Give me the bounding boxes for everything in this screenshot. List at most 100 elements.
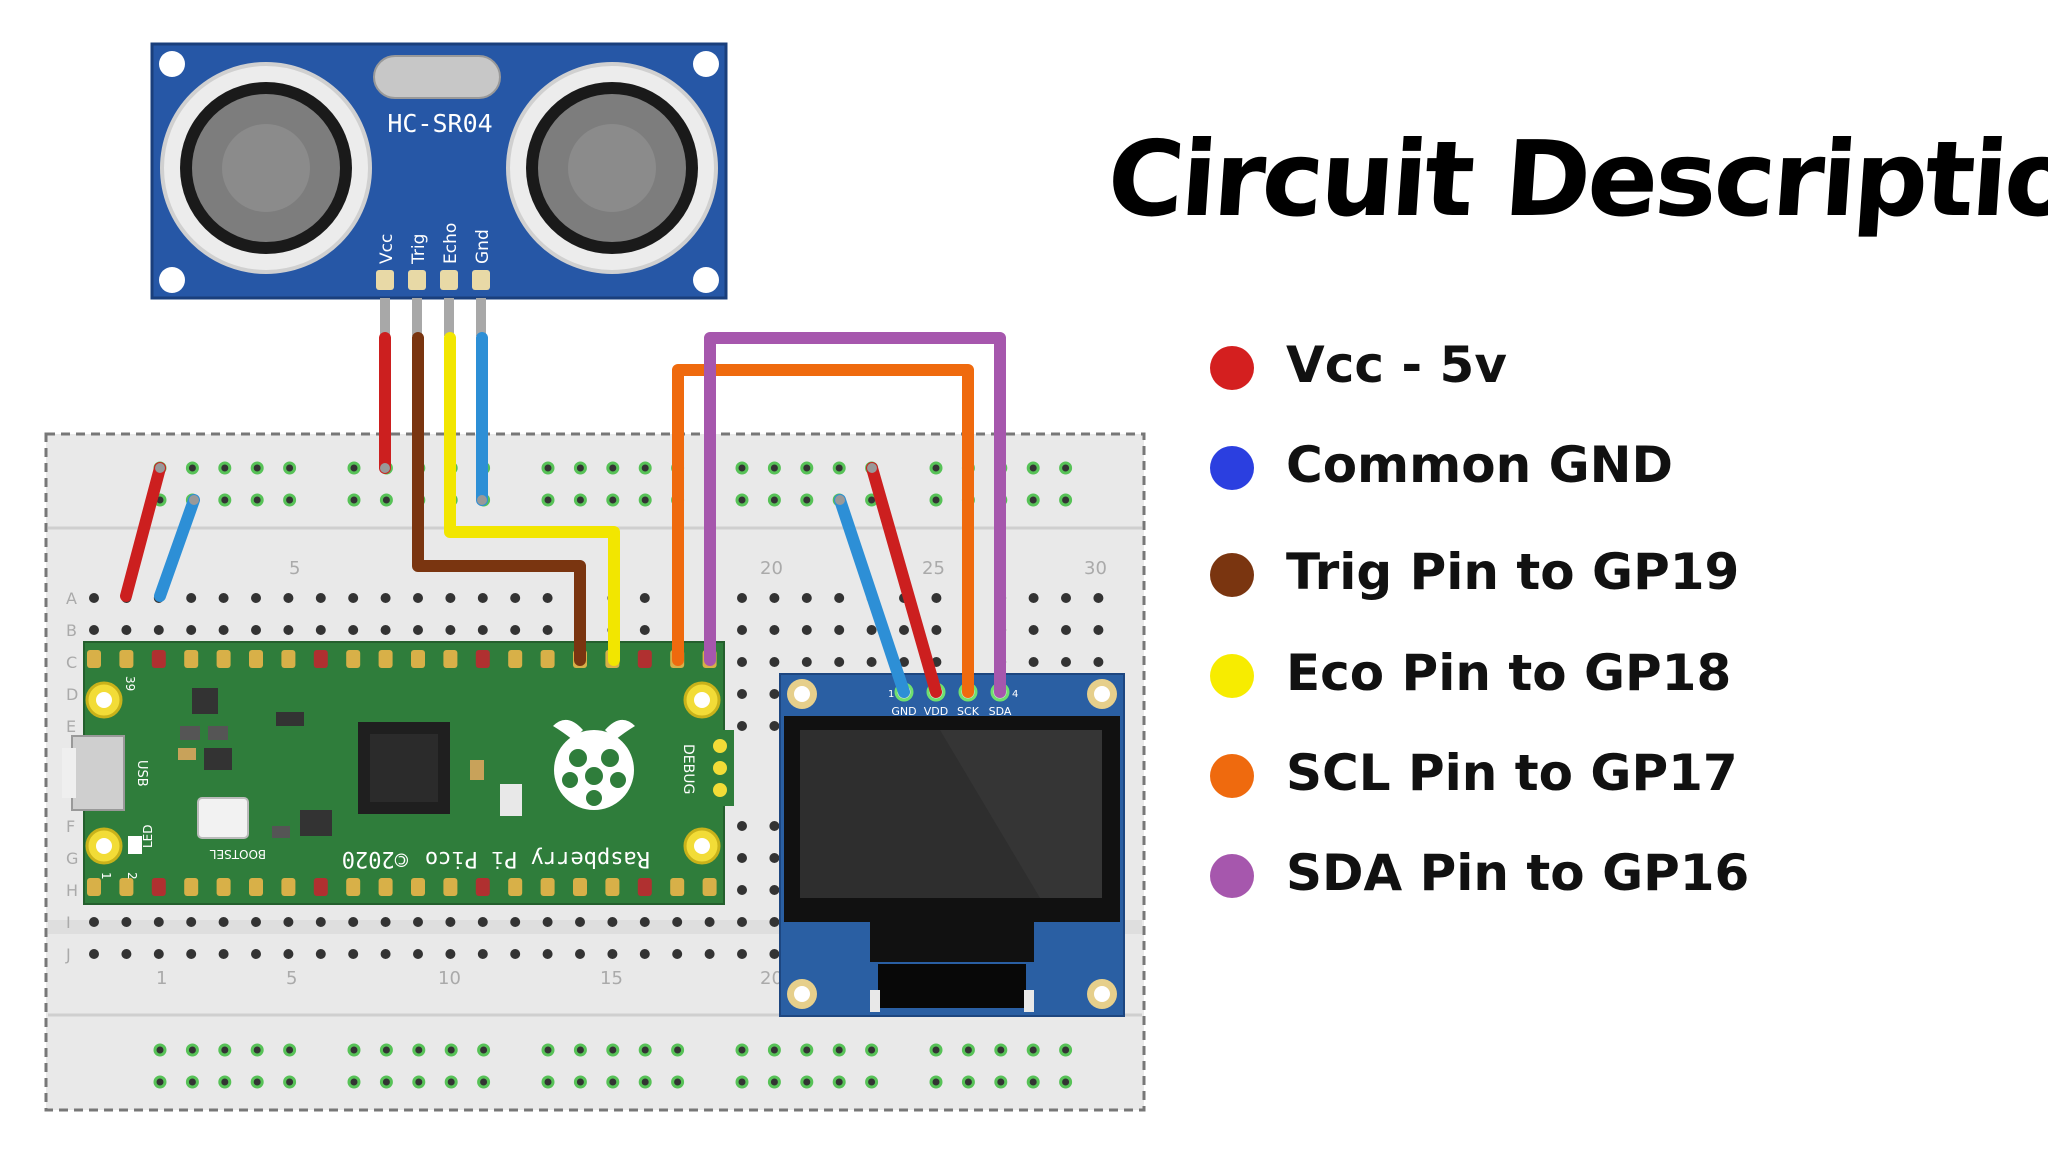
breadboard-hole [348, 917, 359, 927]
power-rail-hole [606, 493, 620, 507]
breadboard-hole [834, 657, 845, 667]
power-rail-hole [865, 1075, 879, 1089]
power-rail-hole [735, 1075, 749, 1089]
breadboard-hole [510, 949, 521, 959]
pico-pin [151, 650, 166, 668]
breadboard-hole [315, 593, 326, 603]
power-rail-hole [283, 461, 297, 475]
oled-pin-label: GND [891, 705, 916, 718]
breadboard-hole [737, 885, 747, 895]
legend-label: SDA Pin to GP16 [1286, 844, 1750, 902]
power-rail-hole [573, 461, 587, 475]
breadboard-hole [639, 625, 650, 635]
breadboard-row-letter: C [66, 653, 77, 672]
breadboard-hole [1028, 593, 1039, 603]
breadboard-hole [218, 625, 229, 635]
power-rail-hole [961, 1075, 975, 1089]
bb-top-number: 30 [1084, 558, 1107, 579]
pico-pin [508, 650, 523, 668]
breadboard-hole [607, 949, 618, 959]
power-rail-hole [800, 1043, 814, 1057]
mount-hole-icon [693, 51, 719, 77]
power-rail-hole [379, 1075, 393, 1089]
page-title: Circuit Description [1103, 118, 2048, 240]
pico-pin [184, 878, 199, 896]
bb-bottom-number: 5 [286, 968, 297, 989]
pico-pin [605, 878, 620, 896]
breadboard-hole [737, 949, 747, 959]
breadboard-hole [575, 949, 585, 959]
power-rail-hole [250, 1043, 264, 1057]
power-rail-hole [767, 461, 781, 475]
breadboard-hole [769, 917, 780, 927]
breadboard-hole [1093, 593, 1104, 603]
power-rail-hole [1026, 461, 1040, 475]
pico-pin [540, 650, 555, 668]
breadboard-hole [575, 917, 585, 927]
power-rail-hole [153, 1043, 167, 1057]
breadboard-hole [542, 917, 553, 927]
power-rail-hole [573, 1043, 587, 1057]
power-rail-hole [800, 1075, 814, 1089]
breadboard-hole [186, 593, 197, 603]
breadboard-row-letter: E [66, 717, 76, 736]
breadboard-hole [639, 917, 650, 927]
mount-hole-icon [159, 51, 185, 77]
breadboard-hole [121, 949, 132, 959]
pico-pin [87, 878, 101, 896]
power-rail-hole [444, 1043, 458, 1057]
power-rail-hole [412, 1075, 426, 1089]
breadboard-hole [801, 625, 812, 635]
breadboard-hole [737, 821, 747, 831]
power-rail-hole [961, 1043, 975, 1057]
power-rail-hole [218, 493, 232, 507]
pico-pin [281, 650, 296, 668]
breadboard-hole [413, 949, 423, 959]
power-rail-hole [477, 1043, 491, 1057]
legend-item-trig: Trig Pin to GP19 [1210, 537, 1770, 607]
power-rail-hole [606, 1075, 620, 1089]
breadboard-hole [607, 917, 618, 927]
breadboard-hole [769, 721, 780, 731]
breadboard-hole [704, 949, 715, 959]
power-rail-hole [541, 461, 555, 475]
breadboard-row-letter: J [65, 945, 71, 964]
breadboard-hole [89, 625, 99, 635]
breadboard-hole [704, 917, 715, 927]
legend-item-gnd: Common GND [1210, 430, 1770, 500]
breadboard-hole [348, 593, 359, 603]
breadboard-hole [899, 657, 909, 667]
power-rail-hole [994, 1043, 1008, 1057]
sensor-header-pin [444, 298, 454, 336]
breadboard-hole [153, 949, 164, 959]
breadboard-hole [510, 625, 521, 635]
breadboard-row-letter: F [66, 817, 75, 836]
breadboard-hole [445, 625, 456, 635]
wire-rail-gnd [154, 494, 200, 602]
power-rail-hole [218, 461, 232, 475]
power-rail-hole [929, 493, 943, 507]
breadboard-hole [186, 917, 197, 927]
power-rail-hole [1059, 1043, 1073, 1057]
breadboard-hole [737, 625, 747, 635]
breadboard-hole [510, 593, 521, 603]
breadboard-hole [834, 625, 845, 635]
breadboard-hole [380, 917, 391, 927]
bootsel-button [197, 797, 249, 839]
pico-pin [216, 878, 231, 896]
breadboard-hole [218, 949, 229, 959]
legend-dot-icon [1210, 654, 1254, 698]
breadboard-hole [899, 625, 909, 635]
power-rail-hole [379, 493, 393, 507]
breadboard-hole [931, 625, 942, 635]
breadboard-hole [510, 917, 521, 927]
breadboard-hole [445, 949, 456, 959]
power-rail-hole [283, 493, 297, 507]
pico-pin [637, 650, 652, 668]
pico-pin [313, 650, 328, 668]
pico-led-label: LED [141, 824, 155, 848]
pico-bootsel-label: BOOTSEL [210, 847, 266, 861]
legend-dot-icon [1210, 553, 1254, 597]
legend-dot-icon [1210, 854, 1254, 898]
pico-pin [573, 878, 587, 896]
